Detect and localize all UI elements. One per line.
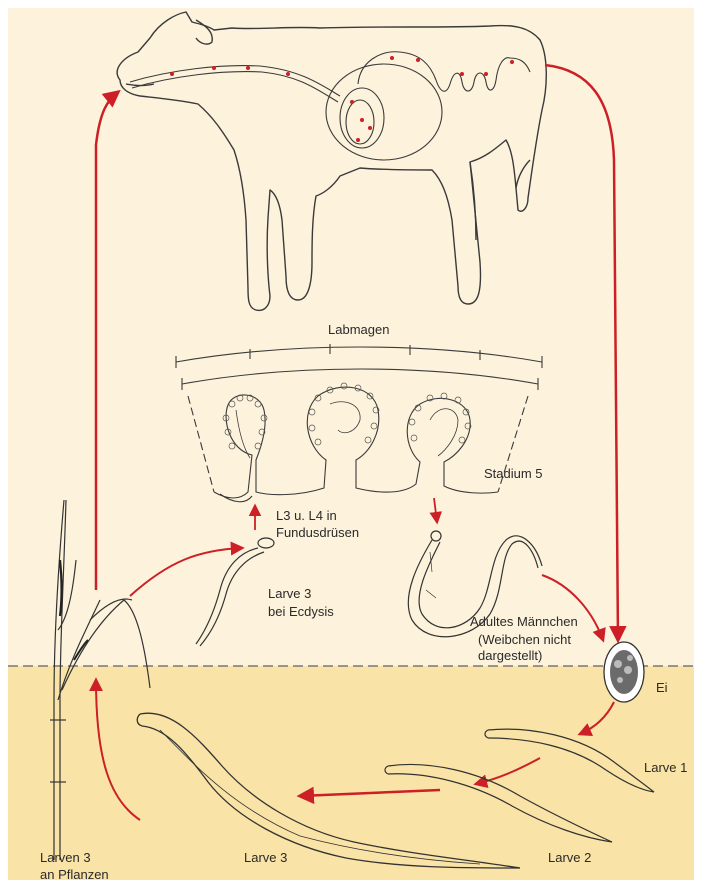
sky-background — [8, 8, 694, 666]
label-larve1: Larve 1 — [644, 760, 687, 775]
label-labmagen: Labmagen — [328, 322, 389, 337]
label-l3l4-line1: L3 u. L4 in — [276, 508, 337, 523]
label-adult-line1: Adultes Männchen — [470, 614, 578, 629]
label-larve3: Larve 3 — [244, 850, 287, 865]
label-stadium5: Stadium 5 — [484, 466, 543, 481]
label-larven3-line1: Larven 3 — [40, 850, 91, 865]
label-larven3-line2: an Pflanzen — [40, 867, 109, 882]
label-adult-line2: (Weibchen nicht — [478, 632, 571, 647]
label-larve3-ecdysis-line2: bei Ecdysis — [268, 604, 334, 619]
label-larve2: Larve 2 — [548, 850, 591, 865]
label-l3l4-line2: Fundusdrüsen — [276, 525, 359, 540]
label-ei: Ei — [656, 680, 668, 695]
label-larve3-ecdysis-line1: Larve 3 — [268, 586, 311, 601]
egg — [604, 642, 644, 702]
label-adult-line3: dargestellt) — [478, 648, 542, 663]
